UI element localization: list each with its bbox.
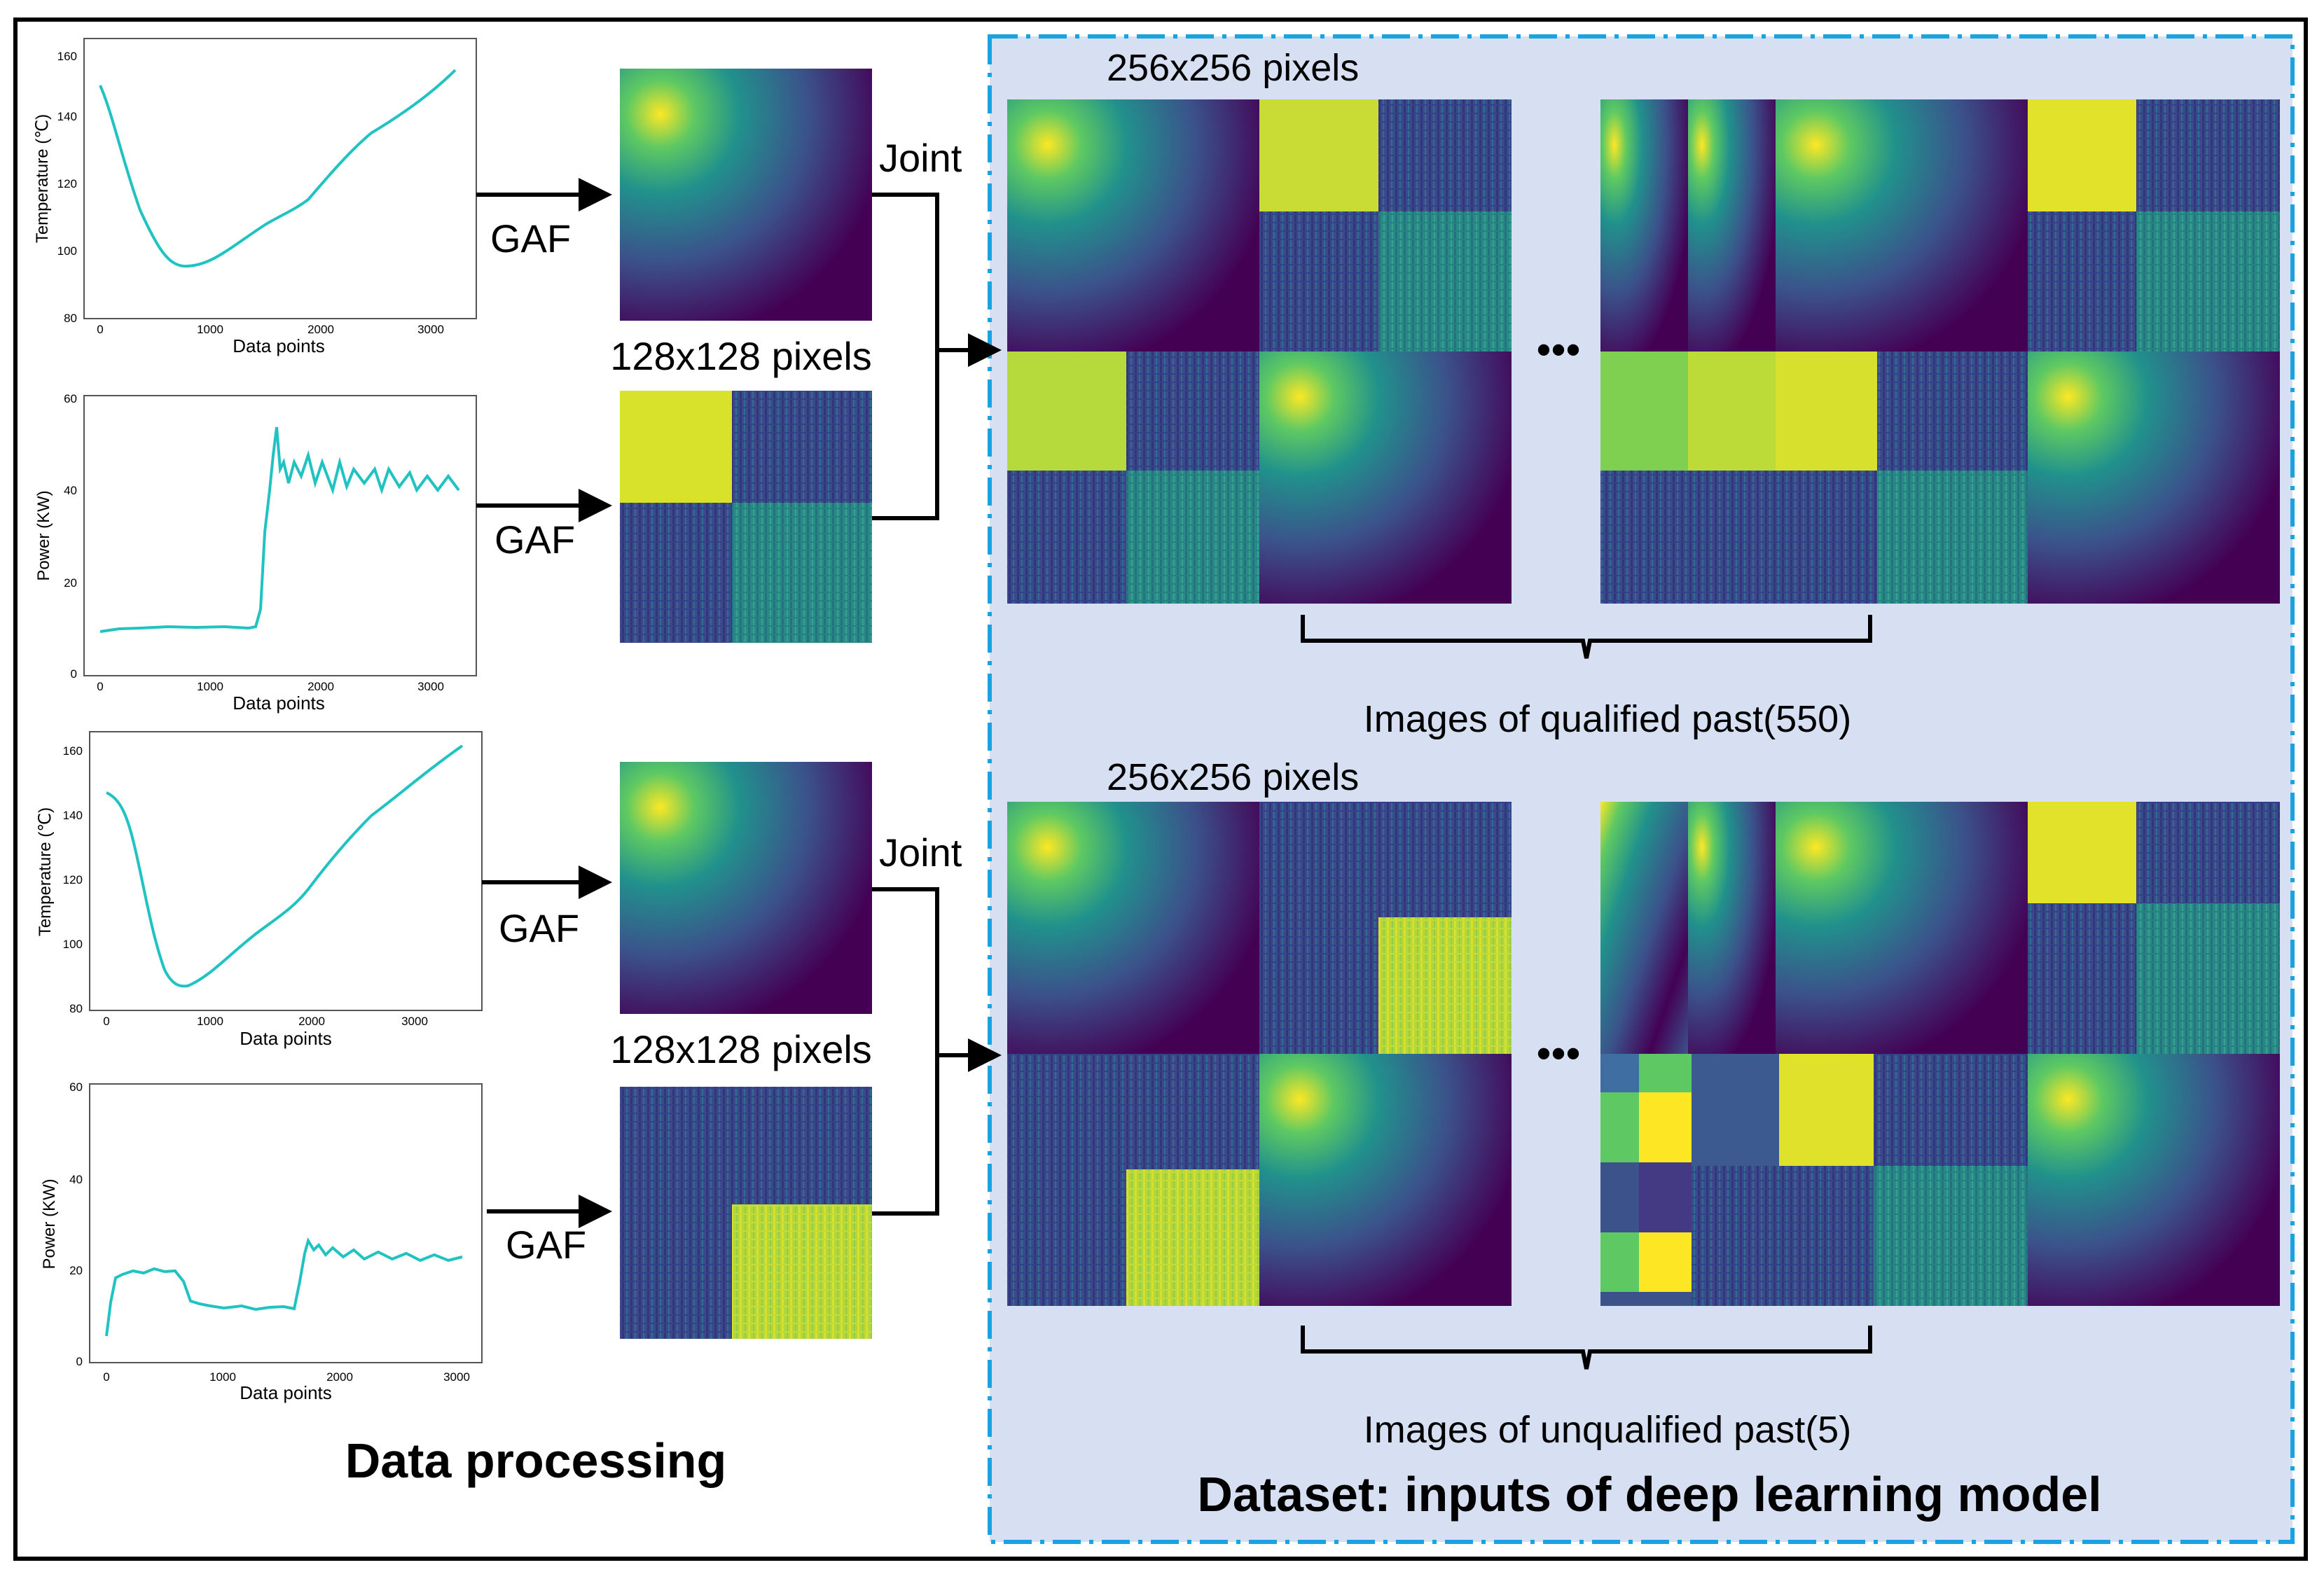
pixel-label: 128x128 pixels <box>610 1027 872 1071</box>
plot-frame-temperature-2 <box>89 731 483 1011</box>
xtick: 2000 <box>307 323 334 336</box>
xlabel: Data points <box>233 335 325 356</box>
gaf-image-temperature-1 <box>620 69 872 321</box>
plot-frame-power-2 <box>89 1083 483 1363</box>
gaf-arrows <box>476 178 612 1228</box>
xtick: 2000 <box>298 1015 325 1028</box>
joint-label: Joint <box>879 830 962 875</box>
outer-frame <box>13 18 2308 1561</box>
joint-connectors <box>872 193 1002 1216</box>
gaf-image-power-2 <box>620 1087 872 1339</box>
xtick: 1000 <box>197 1015 223 1028</box>
power-curve-1 <box>99 426 460 633</box>
xtick: 3000 <box>417 323 444 336</box>
ylabel: Temperature (℃) <box>36 807 55 936</box>
ylabel: Temperature (℃) <box>33 114 52 243</box>
ytick: 0 <box>76 1355 83 1368</box>
xtick: 3000 <box>443 1370 470 1384</box>
joint-label: Joint <box>879 136 962 180</box>
dataset-title: Dataset: inputs of deep learning model <box>1197 1467 2101 1522</box>
xtick: 3000 <box>417 680 444 693</box>
gaf-image-temperature-2 <box>620 762 872 1014</box>
gaf-images-128 <box>620 69 872 1339</box>
ytick: 0 <box>71 667 77 681</box>
ytick: 140 <box>63 809 83 822</box>
ylabel: Power (KW) <box>34 490 53 580</box>
xlabel: Data points <box>240 1028 332 1049</box>
gaf-label: GAF <box>494 517 575 562</box>
xtick: 1000 <box>197 323 223 336</box>
gaf-label: GAF <box>499 906 579 950</box>
ytick: 20 <box>64 576 77 590</box>
ytick: 100 <box>57 244 77 258</box>
data-processing-title: Data processing <box>345 1433 727 1488</box>
axis-labels: 160 140 120 100 80 0 1000 2000 3000 Data… <box>33 50 470 1403</box>
ytick: 40 <box>64 484 77 497</box>
ylabel: Power (KW) <box>40 1178 59 1269</box>
gaf-label: GAF <box>490 216 571 260</box>
plot-frame-power-1 <box>83 395 477 676</box>
unqualified-image-1 <box>1007 802 1512 1306</box>
xlabel: Data points <box>233 693 325 714</box>
joint-bracket <box>872 193 939 520</box>
xtick: 2000 <box>326 1370 353 1384</box>
line-plots <box>83 38 483 1363</box>
joint-bracket <box>872 887 939 1216</box>
group-label: Images of unqualified past(5) <box>1364 1409 1851 1451</box>
xtick: 2000 <box>307 680 334 693</box>
ytick: 100 <box>63 938 83 951</box>
gaf-image-power-1 <box>620 391 872 643</box>
ellipsis: ••• <box>1536 326 1580 373</box>
gaf-label: GAF <box>506 1223 586 1267</box>
xtick: 0 <box>97 323 103 336</box>
ytick: 140 <box>57 110 77 123</box>
gaf-images-256 <box>1007 99 2280 1306</box>
plot-frame-temperature-1 <box>83 38 477 319</box>
power-curve-2 <box>105 1237 463 1337</box>
ytick: 120 <box>57 177 77 190</box>
ytick: 160 <box>63 744 83 758</box>
xtick: 0 <box>103 1370 109 1384</box>
ytick: 80 <box>64 312 77 325</box>
xtick: 1000 <box>197 680 223 693</box>
ellipsis: ••• <box>1536 1030 1580 1077</box>
temperature-curve-1 <box>99 69 457 268</box>
xtick: 0 <box>97 680 103 693</box>
size-label: 256x256 pixels <box>1107 756 1359 798</box>
qualified-image-550 <box>1600 99 2280 604</box>
xtick: 1000 <box>209 1370 236 1384</box>
ytick: 60 <box>69 1080 83 1094</box>
ytick: 160 <box>57 50 77 63</box>
group-label: Images of qualified past(550) <box>1364 698 1851 740</box>
qualified-image-1 <box>1007 99 1512 604</box>
xlabel: Data points <box>240 1382 332 1403</box>
xtick: 0 <box>103 1015 109 1028</box>
ytick: 60 <box>64 392 77 405</box>
group-brace <box>1301 1326 1872 1370</box>
unqualified-image-5 <box>1600 802 2280 1306</box>
group-brace <box>1301 615 1872 659</box>
ytick: 120 <box>63 873 83 886</box>
size-label: 256x256 pixels <box>1107 47 1359 89</box>
ytick: 40 <box>69 1173 83 1186</box>
xtick: 3000 <box>401 1015 428 1028</box>
ytick: 20 <box>69 1264 83 1277</box>
pixel-label: 128x128 pixels <box>610 334 872 378</box>
temperature-curve-2 <box>106 744 464 988</box>
ytick: 80 <box>69 1002 83 1015</box>
